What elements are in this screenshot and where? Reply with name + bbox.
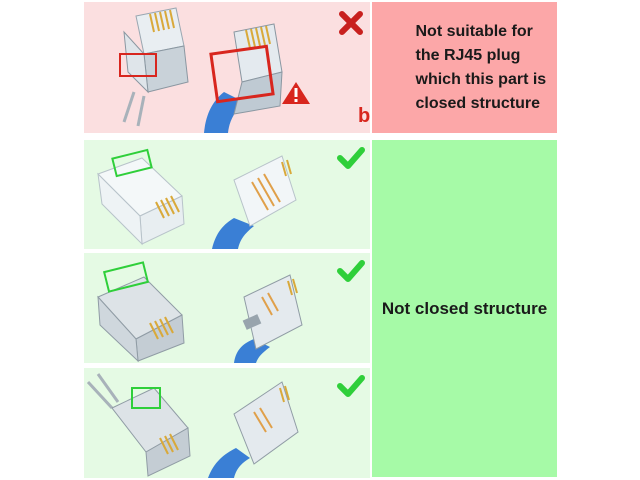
clear-pass-through-plug-illustration <box>97 147 365 249</box>
suitable-example-image-2 <box>84 253 370 363</box>
unsuitable-example-image: broken <box>84 2 370 133</box>
shielded-open-plug-illustration <box>97 260 365 363</box>
left-shielded-plug <box>119 7 189 127</box>
green-check-icon <box>337 147 365 169</box>
green-check-icon <box>337 375 365 397</box>
broken-label: broken <box>358 105 370 127</box>
shielded-tail-plug-illustration <box>86 373 365 478</box>
warning-triangle-icon <box>282 82 310 104</box>
unsuitable-line-4: closed structure <box>415 94 540 112</box>
unsuitable-line-3: which this part is <box>415 70 547 88</box>
left-shielded-tail-plug <box>86 373 191 477</box>
suitable-description: Not closed structure <box>372 140 557 477</box>
left-clear-plug <box>97 148 185 246</box>
suitable-example-image-3 <box>84 368 370 478</box>
suitable-example-image-1 <box>84 140 370 249</box>
unsuitable-line-2: the RJ45 plug <box>415 46 521 64</box>
left-shielded-open-plug <box>97 261 185 363</box>
unsuitable-description: Not suitable for the RJ45 plug which thi… <box>372 2 557 133</box>
red-x-icon <box>339 11 363 35</box>
suitable-label: Not closed structure <box>381 298 548 318</box>
right-plug-on-cable <box>204 23 283 133</box>
shielded-closed-plug-illustration <box>119 7 363 133</box>
right-shielded-plug-on-cable <box>208 381 299 478</box>
right-clear-plug-on-cable <box>212 155 297 249</box>
green-check-icon <box>337 260 365 282</box>
unsuitable-line-1: Not suitable for <box>415 22 533 40</box>
right-shielded-plug-on-cable <box>234 274 303 363</box>
